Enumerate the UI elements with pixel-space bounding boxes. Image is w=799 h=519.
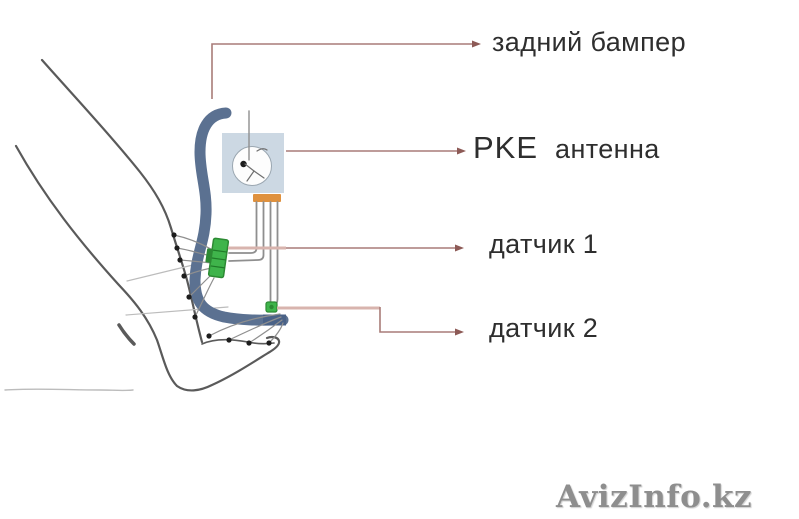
sensor-2-marker [265, 301, 278, 313]
shin-wire-3 [179, 259, 213, 264]
construction-line-upper [126, 262, 202, 282]
callout-sensor2-line [379, 307, 456, 333]
callout-rear-bumper-line [211, 43, 473, 99]
watermark-avizinfo: AvizInfo.kz [556, 479, 753, 515]
callout-rear-bumper-arrow-icon [472, 40, 481, 48]
transistor-symbol-icon [240, 148, 268, 182]
callout-lines [211, 40, 481, 336]
label-sensor-1: датчик 1 [489, 229, 599, 259]
label-pke-antenna: PKE антенна [473, 130, 660, 166]
callout-sensor2-arrow-icon [455, 328, 464, 336]
pke-antenna-coil [232, 146, 272, 186]
heel-dark-stroke [117, 323, 136, 346]
sensor-1-marker [205, 237, 230, 279]
label-pke: PKE [473, 130, 539, 165]
bumper-curve [189, 107, 289, 326]
sole-top-line [201, 338, 275, 345]
shin-line [40, 58, 204, 344]
label-antenna: антенна [555, 134, 660, 164]
sole-wire-3 [248, 319, 283, 344]
sole-wire-1 [208, 313, 281, 337]
ground-faint-line [4, 388, 134, 392]
callout-sensor1-arrow-icon [455, 244, 464, 252]
label-rear-bumper: задний бампер [492, 27, 687, 57]
calf-heel-line [14, 144, 281, 392]
connector-block [253, 194, 281, 202]
shin-wire-1 [173, 234, 212, 250]
callout-pke-arrow-icon [457, 147, 466, 155]
sole-wire-4 [268, 322, 284, 344]
harness-wire-1 [228, 201, 258, 254]
harness-wire-2 [228, 201, 265, 262]
pke-antenna-module [222, 110, 284, 202]
label-sensor-2: датчик 2 [489, 313, 599, 343]
shin-wire-6 [194, 277, 215, 318]
measurement-dots [171, 232, 272, 346]
harness-wire-4 [273, 201, 279, 307]
sole-wire-2 [228, 316, 282, 341]
leg-sketch [4, 58, 281, 392]
